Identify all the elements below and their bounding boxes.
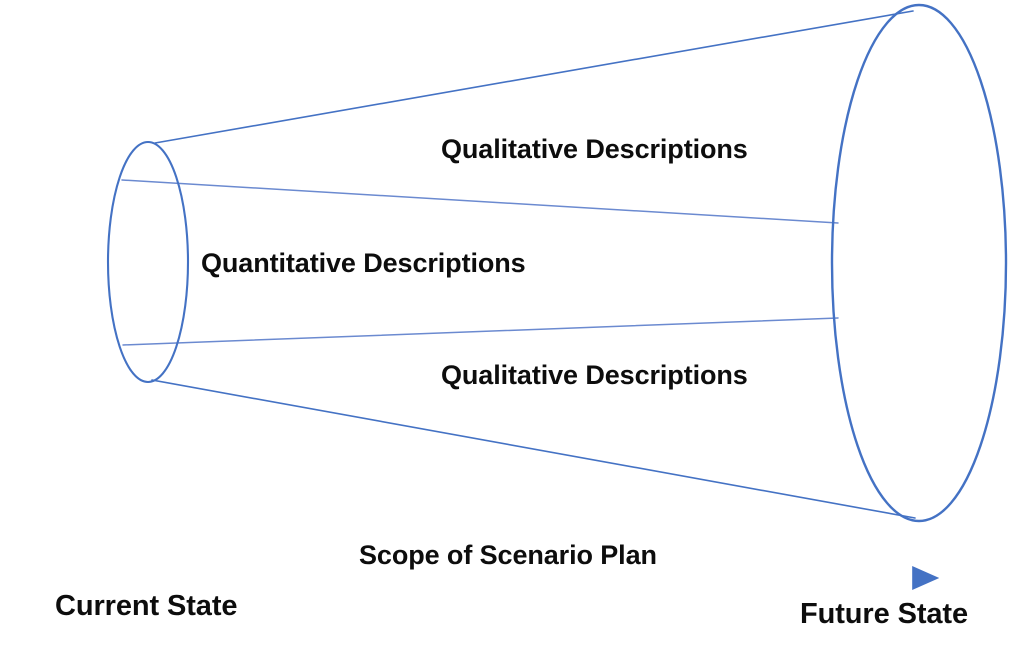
label-quantitative-descriptions: Quantitative Descriptions — [201, 248, 526, 278]
cone-lower-boundary-line — [151, 379, 916, 519]
cone-upper-boundary-line — [154, 10, 914, 144]
label-scope-of-scenario-plan: Scope of Scenario Plan — [359, 540, 657, 570]
label-qualitative-descriptions-bottom: Qualitative Descriptions — [441, 360, 748, 390]
label-qualitative-descriptions-top: Qualitative Descriptions — [441, 134, 748, 164]
band-divider-lower-line — [122, 317, 839, 346]
label-current-state: Current State — [55, 590, 238, 622]
band-divider-upper-line — [121, 179, 839, 224]
current-state-ellipse — [106, 140, 190, 384]
future-state-ellipse — [830, 3, 1008, 523]
label-future-state: Future State — [800, 598, 968, 630]
